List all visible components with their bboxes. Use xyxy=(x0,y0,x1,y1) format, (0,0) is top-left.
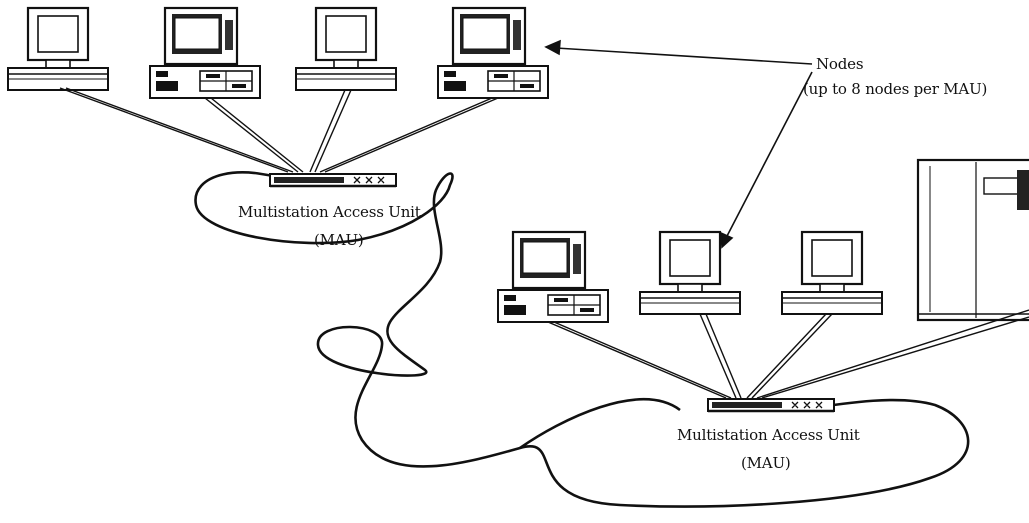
nodes-label: Nodes xyxy=(816,55,864,73)
nodes-arrows xyxy=(544,39,813,249)
mau-1 xyxy=(268,172,398,188)
node-pc-2 xyxy=(436,6,550,100)
mau-1-label: Multistation Access Unit xyxy=(238,203,421,221)
lobe-cables-bottom xyxy=(547,309,1029,399)
nodes-capacity-note: (up to 8 nodes per MAU) xyxy=(803,80,988,98)
mau-2 xyxy=(706,397,836,413)
mau-2-label: Multistation Access Unit xyxy=(677,426,860,444)
node-server xyxy=(916,158,1029,322)
node-pc-1 xyxy=(148,6,262,100)
ring-cable xyxy=(194,171,970,508)
lobe-cables-top xyxy=(59,87,499,173)
mau-1-abbreviation: (MAU) xyxy=(314,231,364,249)
mau-2-abbreviation: (MAU) xyxy=(741,454,791,472)
node-terminal-4 xyxy=(780,230,884,316)
node-pc-3 xyxy=(496,230,610,324)
node-terminal-1 xyxy=(6,6,110,92)
node-terminal-2 xyxy=(294,6,398,92)
